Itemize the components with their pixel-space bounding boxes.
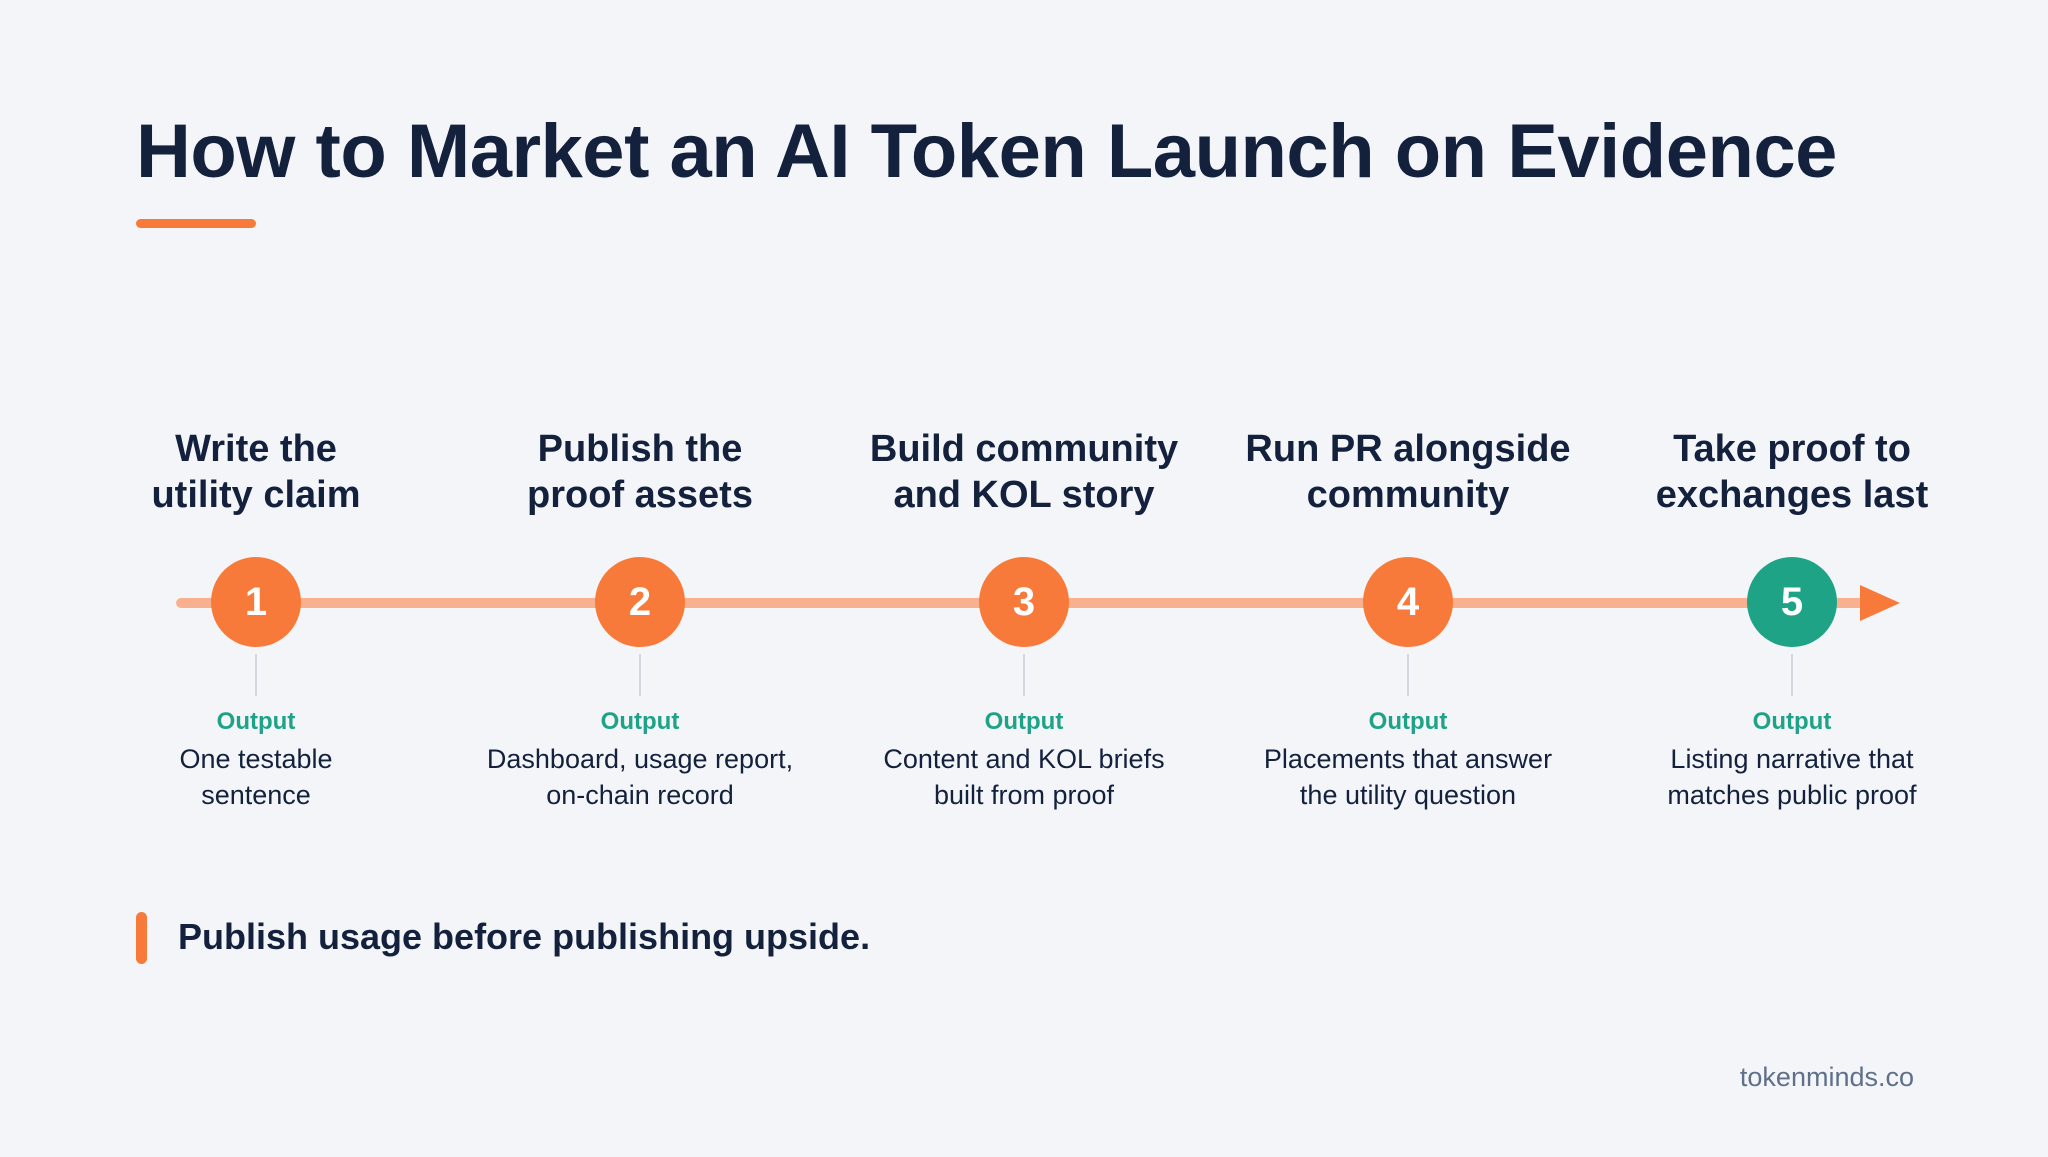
- step-3: Build community and KOL story 3 Output C…: [854, 0, 1194, 1157]
- timeline-arrow-icon: [1860, 585, 1900, 621]
- takeaway-text: Publish usage before publishing upside.: [178, 916, 871, 957]
- step-title-line: Take proof to: [1673, 428, 1911, 470]
- step-4: Run PR alongside community 4 Output Plac…: [1238, 0, 1578, 1157]
- step-connector: [1023, 654, 1025, 696]
- step-output-label: Output: [1368, 708, 1448, 735]
- step-output-line: on-chain record: [546, 780, 734, 810]
- step-output-line: Content and KOL briefs: [883, 744, 1165, 774]
- takeaway-accent-bar: [136, 912, 147, 964]
- step-output-line: matches public proof: [1667, 780, 1917, 810]
- step-title-line: Write the: [175, 428, 337, 470]
- step-1: Write the utility claim 1 Output One tes…: [86, 0, 426, 1157]
- step-title: Publish the proof assets: [470, 426, 810, 518]
- step-number-badge: 5: [1747, 557, 1837, 647]
- step-title-line: and KOL story: [893, 474, 1155, 516]
- step-output-label: Output: [216, 708, 296, 735]
- step-output-text: Dashboard, usage report, on-chain record: [470, 741, 810, 813]
- step-5: Take proof to exchanges last 5 Output Li…: [1622, 0, 1962, 1157]
- step-number-badge: 1: [211, 557, 301, 647]
- step-number-badge: 4: [1363, 557, 1453, 647]
- title-underline: [136, 219, 256, 228]
- step-title-line: exchanges last: [1655, 474, 1929, 516]
- step-title-line: utility claim: [151, 474, 361, 516]
- step-output-text: Content and KOL briefs built from proof: [854, 741, 1194, 813]
- step-connector: [255, 654, 257, 696]
- step-output-line: built from proof: [933, 780, 1115, 810]
- step-output-label: Output: [600, 708, 680, 735]
- step-title-line: Publish the: [537, 428, 743, 470]
- step-number-badge: 2: [595, 557, 685, 647]
- step-title-line: proof assets: [527, 474, 753, 516]
- step-output-label: Output: [984, 708, 1064, 735]
- step-output-label: Output: [1752, 708, 1832, 735]
- step-title-line: Run PR alongside: [1245, 428, 1571, 470]
- step-output-text: Listing narrative that matches public pr…: [1622, 741, 1962, 813]
- step-connector: [1791, 654, 1793, 696]
- page-title: How to Market an AI Token Launch on Evid…: [136, 109, 1837, 194]
- step-output-text: Placements that answer the utility quest…: [1238, 741, 1578, 813]
- step-output-text: One testable sentence: [86, 741, 426, 813]
- step-connector: [639, 654, 641, 696]
- step-connector: [1407, 654, 1409, 696]
- step-title: Run PR alongside community: [1238, 426, 1578, 518]
- step-output-line: Dashboard, usage report,: [486, 744, 794, 774]
- step-number-badge: 3: [979, 557, 1069, 647]
- step-2: Publish the proof assets 2 Output Dashbo…: [470, 0, 810, 1157]
- step-output-line: One testable: [179, 744, 333, 774]
- step-title: Build community and KOL story: [854, 426, 1194, 518]
- step-title-line: community: [1306, 474, 1510, 516]
- step-output-line: Listing narrative that: [1670, 744, 1914, 774]
- step-output-line: Placements that answer: [1263, 744, 1553, 774]
- step-output-line: sentence: [201, 780, 311, 810]
- footer-brand: tokenminds.co: [1739, 1062, 1914, 1092]
- step-output-line: the utility question: [1299, 780, 1517, 810]
- step-title-line: Build community: [869, 428, 1179, 470]
- step-title: Write the utility claim: [86, 426, 426, 518]
- step-title: Take proof to exchanges last: [1622, 426, 1962, 518]
